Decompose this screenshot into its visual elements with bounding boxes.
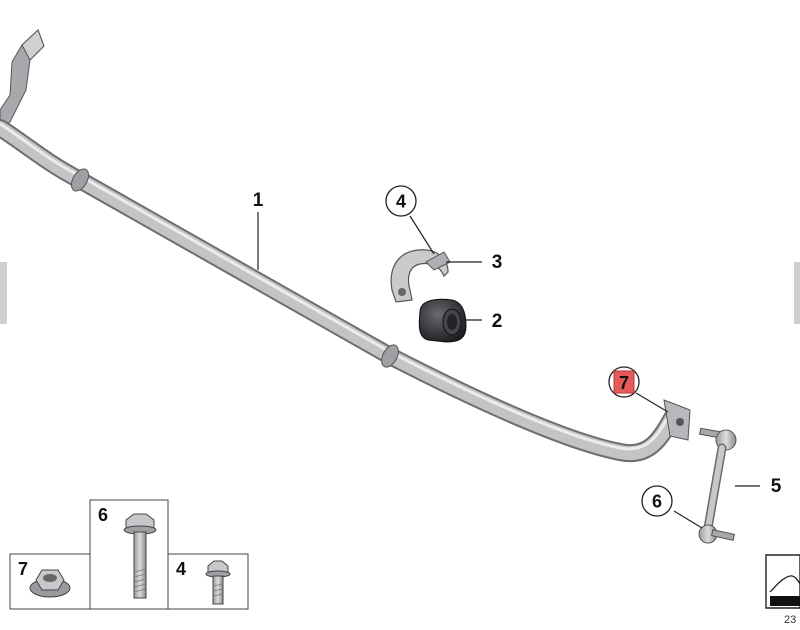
callout-6-label: 6 bbox=[652, 492, 662, 512]
hardware-table: 7 6 4 bbox=[9, 499, 249, 610]
document-corner-icon bbox=[765, 554, 800, 609]
callout-circle-4: 4 bbox=[385, 185, 417, 217]
stabilizer-bracket bbox=[390, 249, 451, 303]
callout-circle-7-highlighted: 7 bbox=[608, 366, 640, 398]
box-6-label: 6 bbox=[98, 505, 108, 525]
callout-3: 3 bbox=[492, 252, 503, 273]
flange-nut-icon bbox=[29, 569, 71, 598]
callout-1: 1 bbox=[253, 190, 264, 211]
stabilizer-bar bbox=[0, 29, 691, 463]
short-bolt-icon bbox=[205, 560, 231, 605]
long-bolt-icon bbox=[123, 513, 157, 599]
box-4-label: 4 bbox=[176, 559, 186, 579]
link-assembly bbox=[698, 427, 737, 544]
callout-7-label: 7 bbox=[619, 373, 629, 393]
right-edge-marker bbox=[794, 262, 800, 324]
leader-lines bbox=[257, 212, 760, 529]
rubber-mounting bbox=[418, 298, 467, 343]
callout-2: 2 bbox=[492, 311, 503, 332]
box-7-label: 7 bbox=[18, 559, 28, 579]
callout-4-label: 4 bbox=[396, 192, 406, 212]
left-edge-marker bbox=[0, 262, 7, 324]
callout-5: 5 bbox=[771, 476, 782, 497]
page-code: 23 bbox=[784, 614, 796, 626]
callout-circle-6: 6 bbox=[641, 485, 673, 517]
